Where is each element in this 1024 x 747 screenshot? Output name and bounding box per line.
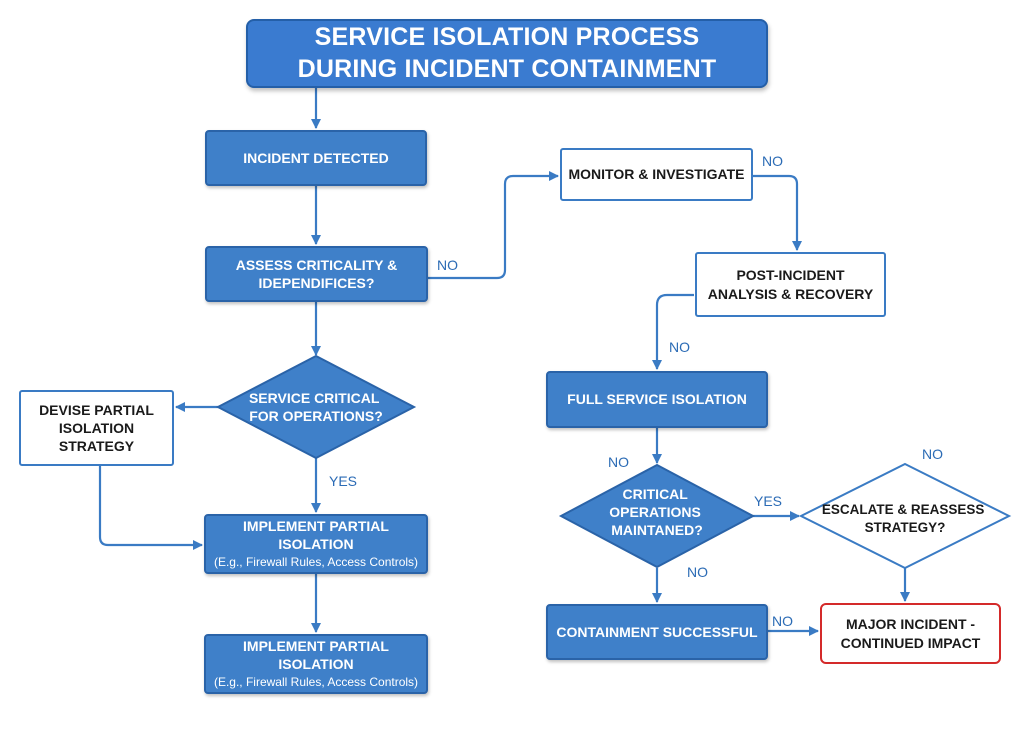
page-title-text: SERVICE ISOLATION PROCESS DURING INCIDEN…	[297, 23, 717, 83]
label-critical-no: NO	[687, 564, 708, 580]
node-containment-successful: CONTAINMENT SUCCESSFUL	[546, 604, 768, 660]
service-critical-line-1: SERVICE CRITICAL	[249, 390, 380, 406]
node-devise-partial: DEVISE PARTIAL ISOLATION STRATEGY	[19, 390, 174, 466]
edge-monitor-to-post	[753, 174, 802, 251]
label-containment-no: NO	[772, 613, 793, 629]
label-monitor-no: NO	[762, 153, 783, 169]
svg-text:SERVICE CRITICAL FOR OPE: SERVICE CRITICAL FOR OPERATIONS?	[249, 390, 383, 424]
critical-ops-line-1: CRITICAL	[623, 486, 689, 502]
implement-partial-1-title: IMPLEMENT PARTIAL ISOLATION	[243, 518, 389, 553]
incident-detected-label: INCIDENT DETECTED	[243, 149, 389, 166]
implement-partial-2-title: IMPLEMENT PARTIAL ISOLATION	[243, 638, 389, 673]
label-critical-yes: YES	[754, 493, 783, 509]
decision-escalate	[798, 462, 1012, 570]
svg-text:CRITICAL OPERATIONS: CRITICAL OPERATIONS MAINTANED?	[609, 486, 704, 538]
label-post-no: NO	[669, 339, 690, 355]
escalate-line-1: ESCALATE & REASSESS	[822, 502, 985, 517]
node-monitor-investigate: MONITOR & INVESTIGATE	[560, 148, 753, 201]
implement-partial-2-detail: (E.g., Firewall Rules, Access Controls)	[213, 675, 419, 690]
label-service-yes: YES	[329, 473, 358, 489]
node-post-incident: POST-INCIDENT ANALYSIS & RECOVERY	[695, 252, 886, 317]
edge-post-to-full	[652, 293, 694, 370]
node-assess-criticality: ASSESS CRITICALITY & IDEPENDIFICES?	[205, 246, 428, 302]
label-assess-no: NO	[437, 257, 458, 273]
edge-devise-to-impl1	[98, 466, 203, 550]
assess-criticality-label: ASSESS CRITICALITY & IDEPENDIFICES?	[235, 256, 398, 291]
node-implement-partial-1: IMPLEMENT PARTIAL ISOLATION (E.g., Firew…	[204, 514, 428, 574]
decision-critical-ops	[558, 463, 756, 569]
svg-text:ESCALATE & REASSESS STRA: ESCALATE & REASSESS STRATEGY?	[822, 502, 988, 535]
major-incident-label: MAJOR INCIDENT - CONTINUED IMPACT	[840, 616, 981, 651]
post-incident-label: POST-INCIDENT ANALYSIS & RECOVERY	[707, 267, 874, 302]
escalate-line-2: STRATEGY?	[865, 520, 946, 535]
node-full-isolation: FULL SERVICE ISOLATION	[546, 371, 768, 428]
label-escalate-no: NO	[922, 446, 943, 462]
edge-assess-to-monitor	[428, 171, 559, 280]
node-major-incident: MAJOR INCIDENT - CONTINUED IMPACT	[820, 603, 1001, 664]
page-title: SERVICE ISOLATION PROCESS DURING INCIDEN…	[246, 19, 768, 88]
containment-successful-label: CONTAINMENT SUCCESSFUL	[556, 623, 758, 640]
node-implement-partial-2: IMPLEMENT PARTIAL ISOLATION (E.g., Firew…	[204, 634, 428, 694]
service-critical-line-2: FOR OPERATIONS?	[249, 408, 383, 424]
full-isolation-label: FULL SERVICE ISOLATION	[567, 391, 747, 408]
implement-partial-1-detail: (E.g., Firewall Rules, Access Controls)	[213, 555, 419, 570]
monitor-investigate-label: MONITOR & INVESTIGATE	[568, 166, 745, 183]
devise-partial-label: DEVISE PARTIAL ISOLATION STRATEGY	[39, 401, 154, 455]
critical-ops-line-3: MAINTANED?	[611, 522, 703, 538]
label-full-no: NO	[608, 454, 629, 470]
decision-service-critical	[215, 354, 417, 460]
node-incident-detected: INCIDENT DETECTED	[205, 130, 427, 186]
critical-ops-line-2: OPERATIONS	[609, 504, 701, 520]
